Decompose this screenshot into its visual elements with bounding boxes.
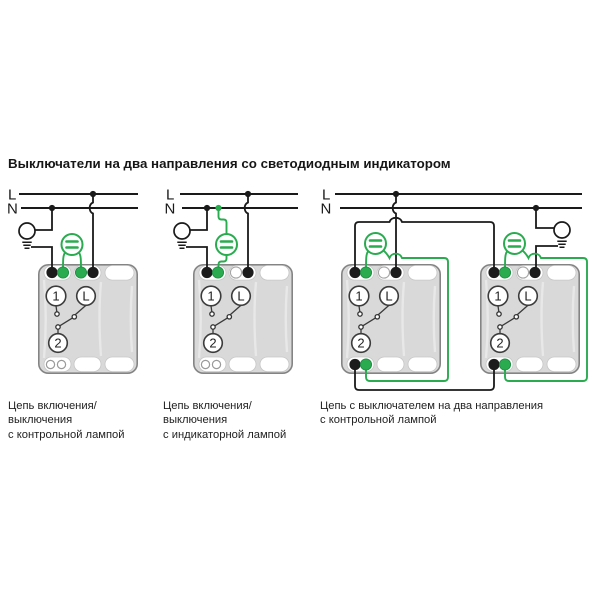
terminal-black [529, 266, 541, 279]
wiring-diagram: 1 L 2 L [7, 187, 588, 391]
terminal-black [201, 266, 213, 279]
caption-diagram-2: Цепь включения/ выключения с индикаторно… [163, 399, 286, 442]
terminal-unused [45, 359, 56, 370]
caption-line: с контрольной лампой [320, 414, 437, 427]
switch-module [37, 263, 139, 375]
terminal-unused [200, 359, 211, 370]
live-feed-wire [88, 194, 94, 272]
lamp-to-terminal-wire [535, 245, 558, 272]
junction-dot-green [215, 204, 222, 212]
lamp-to-terminal-wire [186, 246, 208, 272]
diagram-3: L N [321, 187, 588, 391]
led-neutral-wire [217, 210, 228, 235]
live-feed-wire [391, 194, 397, 272]
lamp-icon [173, 222, 191, 250]
junction-dot [48, 204, 56, 212]
terminal-green [74, 266, 88, 279]
live-label: L [8, 187, 16, 204]
caption-line: Цепь включения/ [8, 400, 97, 412]
led-return-wire [365, 249, 449, 382]
terminal-green [56, 266, 70, 279]
terminal-black [488, 266, 500, 279]
neutral-to-lamp-wire [189, 208, 208, 231]
switch-module-1 [340, 263, 442, 375]
terminal-black [349, 266, 361, 279]
junction-dot [532, 204, 540, 212]
neutral-label: N [165, 201, 176, 218]
lamp-icon [18, 222, 36, 250]
terminal-empty [229, 266, 243, 279]
caption-line: с индикаторной лампой [163, 428, 287, 441]
led-indicator-icon [60, 232, 84, 257]
led-indicator-icon [502, 231, 527, 256]
terminal-green [211, 266, 225, 279]
terminal-unused [56, 359, 67, 370]
terminal-black [390, 266, 402, 279]
live-feed-wire [243, 194, 249, 272]
traveler-wire-bottom [354, 366, 495, 391]
diagram-2: L N [165, 187, 298, 375]
neutral-to-lamp-wire [535, 208, 554, 229]
switch-module [192, 263, 294, 375]
caption-diagram-1: Цепь включения/ выключения с контрольной… [8, 399, 125, 442]
terminal-empty [377, 266, 391, 279]
terminal-black [46, 266, 58, 279]
terminal-black [87, 266, 99, 279]
terminal-black [488, 358, 500, 371]
terminal-green [498, 358, 512, 371]
caption-line: выключения [163, 414, 228, 427]
neutral-label: N [7, 201, 18, 218]
live-label: L [322, 187, 330, 204]
led-terminal-wire [217, 254, 228, 271]
page-title: Выключатели на два направления со светод… [8, 156, 451, 171]
traveler-wire-top [354, 216, 495, 272]
terminal-green [359, 266, 373, 279]
neutral-label: N [321, 201, 332, 218]
terminal-green [498, 266, 512, 279]
led-indicator-icon [214, 232, 239, 257]
caption-line: с контрольной лампой [8, 428, 125, 441]
neutral-to-lamp-wire [34, 208, 53, 231]
diagram-1: L N [7, 187, 139, 375]
live-label: L [166, 187, 174, 204]
caption-line: Цепь включения/ [163, 400, 252, 412]
terminal-green [359, 358, 373, 371]
led-indicator-icon [363, 231, 388, 256]
junction-dot [392, 190, 400, 198]
caption-line: выключения [8, 414, 73, 427]
led-return-wire [504, 249, 588, 382]
terminal-unused [211, 359, 222, 370]
junction-dot [244, 190, 252, 198]
caption-diagram-3: Цепь с выключателем на два направления с… [320, 399, 543, 428]
junction-dot [89, 190, 97, 198]
terminal-black [242, 266, 254, 279]
lamp-to-terminal-wire [31, 246, 53, 272]
terminal-black [349, 358, 361, 371]
lamp-icon [553, 221, 571, 249]
switch-module-2 [479, 263, 581, 375]
caption-line: Цепь с выключателем на два направления [320, 400, 544, 412]
terminal-empty [516, 266, 530, 279]
junction-dot [203, 204, 211, 212]
